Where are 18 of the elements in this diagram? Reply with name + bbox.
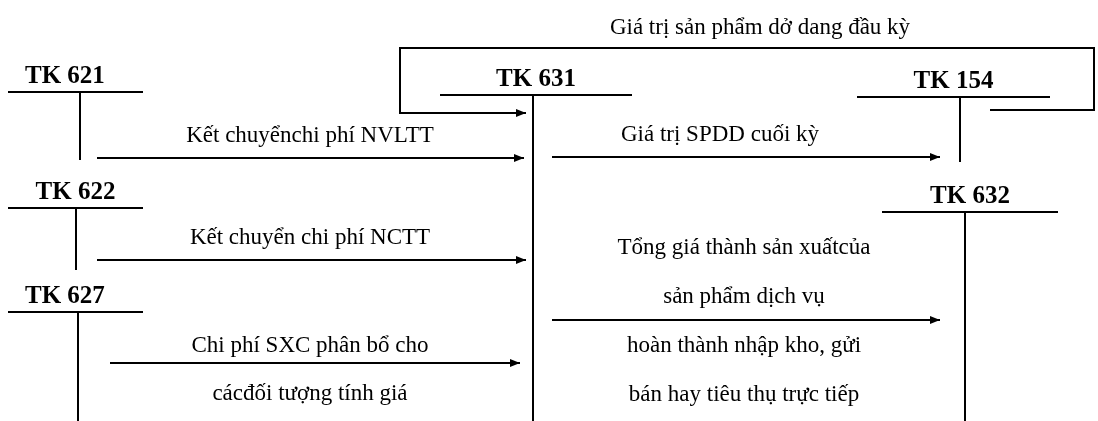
arrow <box>399 47 1095 117</box>
edge-label: Giá trị SPDD cuối kỳ <box>620 120 820 148</box>
account-title: TK 154 <box>857 64 1050 98</box>
edge-label: Tổng giá thành sản xuấtcủa sản phẩm dịch vụ hoàn thành nhập kho, gửi bán hay tiêu thụ trực tiếp <box>617 233 871 408</box>
account-title: TK 632 <box>882 179 1058 213</box>
arrow <box>109 359 521 367</box>
arrow <box>96 256 527 264</box>
arrow <box>96 154 525 162</box>
account-title: TK 621 <box>8 59 143 93</box>
arrow <box>551 316 941 324</box>
account-title: TK 622 <box>8 175 143 209</box>
edge-label: Chi phí SXC phân bổ cho cácđối tượng tính giá <box>191 331 429 407</box>
account-title: TK 631 <box>440 62 632 96</box>
edge-label: Giá trị sản phẩm dở dang đầu kỳ <box>609 13 911 41</box>
edge-label: Kết chuyểnchi phí NVLTT <box>186 121 434 149</box>
edge-label: Kết chuyển chi phí NCTT <box>189 223 431 251</box>
account-title: TK 627 <box>8 279 143 313</box>
arrow <box>551 153 941 161</box>
